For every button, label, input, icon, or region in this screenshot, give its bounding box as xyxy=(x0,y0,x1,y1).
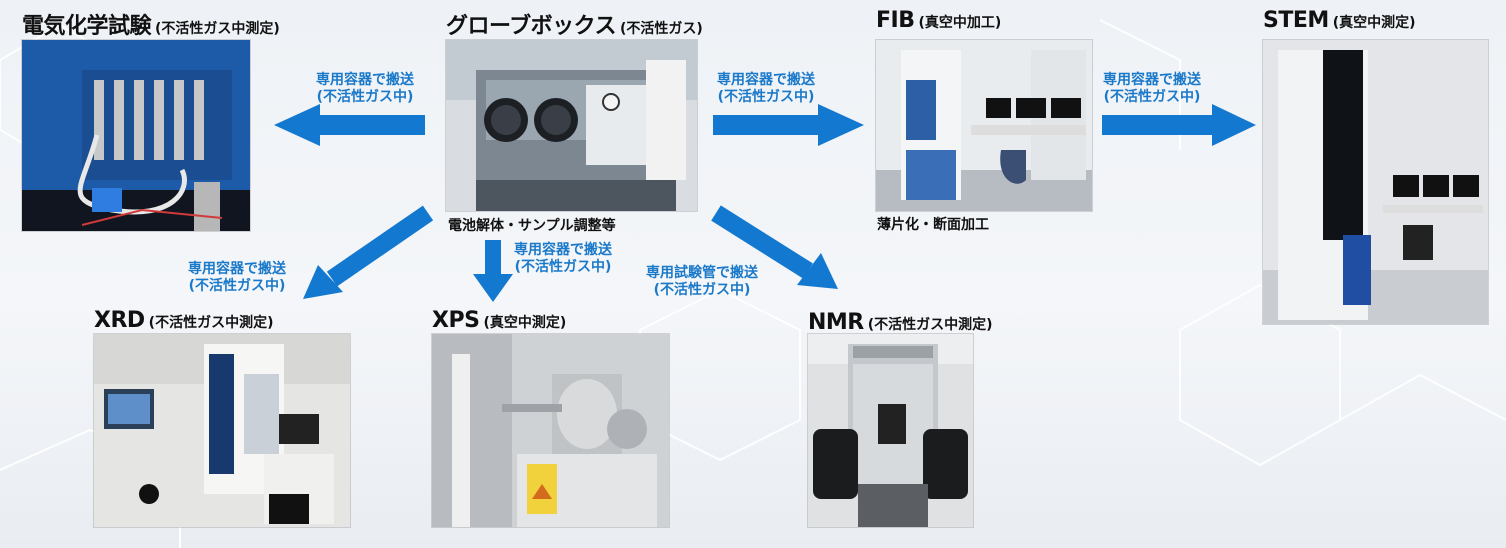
xrd-name: XRD xyxy=(94,308,145,333)
electrochem-title: 電気化学試験(不活性ガス中測定) xyxy=(22,8,280,40)
glovebox-name: グローブボックス xyxy=(446,14,617,39)
transfer-label-line: 専用容器で搬送 xyxy=(316,72,414,88)
transfer-label-line: 専用容器で搬送 xyxy=(514,242,612,258)
fib-name: FIB xyxy=(876,8,915,33)
transfer-label-fib: 専用容器で搬送 (不活性ガス中) xyxy=(717,72,815,106)
transfer-label-xrd: 専用容器で搬送 (不活性ガス中) xyxy=(188,261,286,295)
transfer-label-line: 専用容器で搬送 xyxy=(1103,72,1201,88)
xps-title: XPS(真空中測定) xyxy=(432,308,566,333)
stem-photo xyxy=(1263,40,1488,324)
transfer-label-line: (不活性ガス中) xyxy=(316,89,414,105)
glovebox-note: (不活性ガス) xyxy=(620,21,703,37)
glovebox-photo xyxy=(446,40,697,211)
xps-photo xyxy=(432,334,669,527)
xrd-title: XRD(不活性ガス中測定) xyxy=(94,308,273,333)
transfer-label-electrochem: 専用容器で搬送 (不活性ガス中) xyxy=(316,72,414,106)
nmr-note: (不活性ガス中測定) xyxy=(867,317,993,333)
stem-note: (真空中測定) xyxy=(1332,15,1416,31)
transfer-label-line: (不活性ガス中) xyxy=(514,259,612,275)
transfer-label-xps: 専用容器で搬送 (不活性ガス中) xyxy=(514,242,612,276)
transfer-label-line: 専用容器で搬送 xyxy=(188,261,286,277)
xrd-note: (不活性ガス中測定) xyxy=(148,315,274,331)
nmr-name: NMR xyxy=(808,310,864,335)
potentiostat-photo xyxy=(22,40,250,231)
nmr-title: NMR(不活性ガス中測定) xyxy=(808,310,993,335)
fib-caption: 薄片化・断面加工 xyxy=(877,217,989,233)
stem-name: STEM xyxy=(1263,8,1329,33)
xps-name: XPS xyxy=(432,308,480,333)
transfer-label-line: 専用試験管で搬送 xyxy=(646,265,758,281)
electrochem-note: (不活性ガス中測定) xyxy=(155,21,280,37)
xrd-photo xyxy=(94,334,350,527)
glovebox-caption: 電池解体・サンプル調整等 xyxy=(448,218,616,234)
xps-note: (真空中測定) xyxy=(483,315,567,331)
transfer-label-line: 専用容器で搬送 xyxy=(717,72,815,88)
fib-photo xyxy=(876,40,1092,211)
transfer-label-line: (不活性ガス中) xyxy=(717,89,815,105)
transfer-label-stem: 専用容器で搬送 (不活性ガス中) xyxy=(1103,72,1201,106)
transfer-label-line: (不活性ガス中) xyxy=(188,278,286,294)
stem-title: STEM(真空中測定) xyxy=(1263,8,1416,33)
fib-note: (真空中加工) xyxy=(918,15,1002,31)
fib-title: FIB(真空中加工) xyxy=(876,8,1001,33)
electrochem-name: 電気化学試験 xyxy=(22,14,152,39)
glovebox-title: グローブボックス(不活性ガス) xyxy=(446,8,703,40)
transfer-label-line: (不活性ガス中) xyxy=(1103,89,1201,105)
transfer-label-line: (不活性ガス中) xyxy=(653,282,751,298)
nmr-photo xyxy=(808,334,973,527)
transfer-label-nmr: 専用試験管で搬送 (不活性ガス中) xyxy=(646,265,758,299)
